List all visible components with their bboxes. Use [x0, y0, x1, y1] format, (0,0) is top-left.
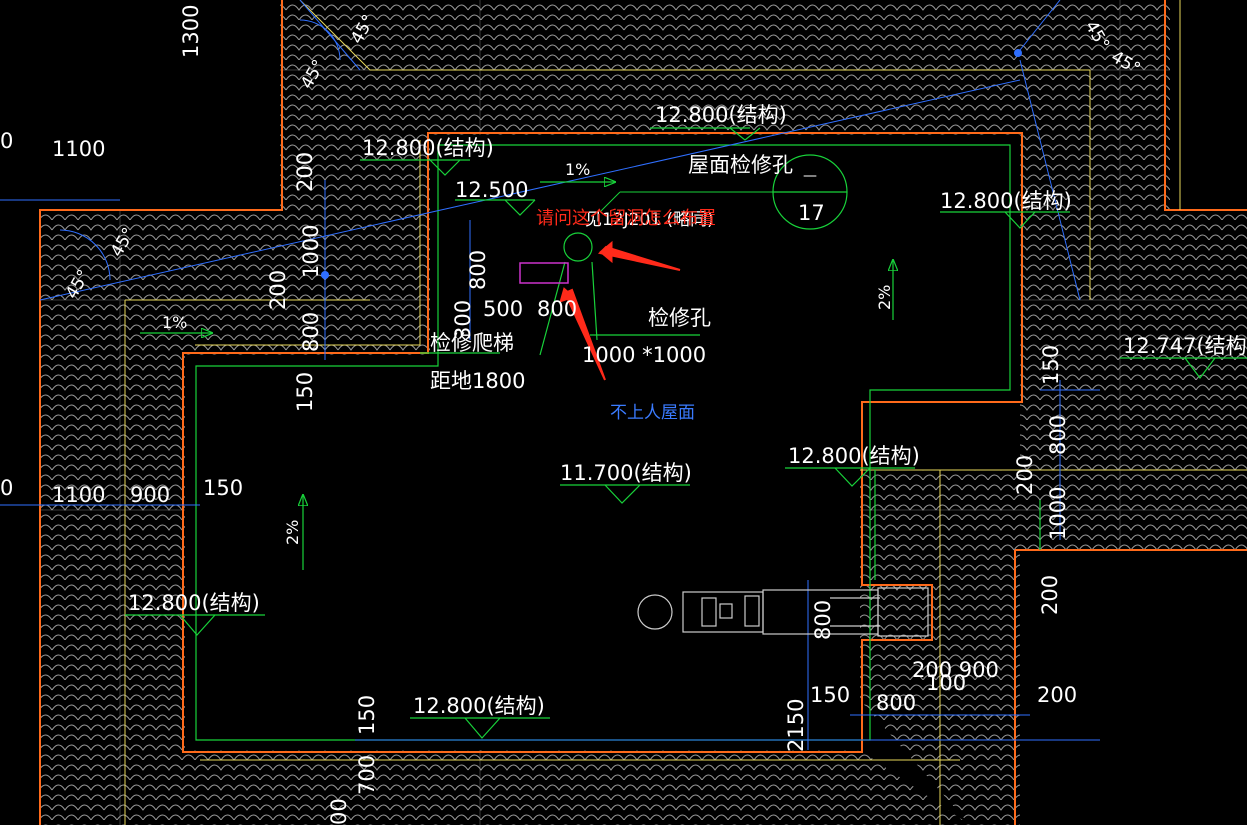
access-hole-label: 检修孔 — [648, 306, 711, 330]
dim-800-b: 800 — [466, 250, 490, 290]
dim-2150: 2150 — [784, 699, 808, 752]
elevation-symbols — [125, 127, 1247, 739]
dim-0-a: 0 — [0, 129, 13, 153]
detail-ref-bottom-text: 17 — [798, 201, 825, 225]
dim-100: 100 — [926, 671, 966, 695]
slope-label-4: 2% — [283, 520, 302, 545]
access-ladder-rect[interactable] — [519, 262, 569, 284]
access-hole-group[interactable] — [420, 232, 700, 356]
ladder-height-label: 距地1800 — [430, 369, 525, 393]
grid-node-marker — [321, 271, 329, 279]
detail-reference[interactable] — [599, 154, 848, 230]
slope-label-1: 1% — [565, 160, 590, 179]
dim-800-f: 800 — [876, 691, 916, 715]
dim-200-e: 200 — [1037, 683, 1077, 707]
slope-label-2: 1% — [162, 313, 187, 332]
dim-200-d: 200 — [1038, 575, 1062, 615]
elevation-text-right-top: 12.800(结构) — [940, 189, 1072, 213]
access-hole-size-label: 1000 *1000 — [582, 343, 706, 367]
dim-150-b: 150 — [203, 476, 243, 500]
dim-900: 900 — [130, 483, 170, 507]
access-ladder-label: 检修爬梯 — [430, 331, 514, 355]
dim-150-c: 150 — [1039, 345, 1063, 385]
detail-ref-top-text: — — [803, 168, 817, 184]
elevation-text-center: 11.700(结构) — [560, 461, 692, 485]
elevation-text-upper-left: 12.800(结构) — [362, 136, 494, 160]
dim-00: 00 — [327, 798, 351, 825]
dim-700: 700 — [355, 755, 379, 795]
ridge-lines — [0, 0, 1100, 750]
dim-500: 500 — [483, 297, 523, 321]
dim-150-a: 150 — [293, 372, 317, 412]
dim-200-a: 200 — [293, 152, 317, 192]
dim-200-b: 200 — [266, 270, 290, 310]
dim-150-d: 150 — [810, 683, 850, 707]
dim-800-c: 800 — [537, 297, 577, 321]
elevation-text-right-mid: 12.800(结构) — [788, 444, 920, 468]
slope-arrows — [140, 182, 893, 570]
grid-node-marker-2 — [1014, 49, 1022, 57]
detail-ref-text: 见12J201 (略同) — [585, 210, 714, 230]
dim-300: 300 — [451, 300, 475, 340]
roof-tile-regions — [40, 0, 1247, 825]
slope-label-3: 2% — [875, 285, 894, 310]
access-hole-circle[interactable] — [563, 232, 593, 262]
elevation-text-top: 12.800(结构) — [655, 103, 787, 127]
elevation-text-12747: 12.747(结构) — [1123, 334, 1247, 358]
dim-800-d: 800 — [1046, 415, 1070, 455]
dim-1000-a: 1000 — [299, 225, 323, 278]
annotation-non-accessible: 不上人屋面 — [610, 403, 695, 423]
elevation-text-12500: 12.500 — [455, 178, 528, 202]
dim-1300: 1300 — [179, 5, 203, 58]
roof-fixture — [637, 587, 929, 637]
dim-800-e: 800 — [811, 600, 835, 640]
dim-1000-b: 1000 — [1046, 487, 1070, 540]
dim-200-c: 200 — [1013, 455, 1037, 495]
roof-edge-lines — [124, 0, 1247, 825]
dim-0-b: 0 — [0, 476, 13, 500]
elevation-text-bottom: 12.800(结构) — [413, 694, 545, 718]
wall-outline — [39, 0, 1247, 825]
annotation-arrows — [559, 240, 681, 381]
dim-200-900: 200 900 — [912, 658, 999, 682]
dim-1100-top: 1100 — [52, 137, 105, 161]
dim-1100-mid: 1100 — [52, 483, 105, 507]
roof-access-hole-label: 屋面检修孔 — [688, 153, 793, 177]
elevation-text-left-low: 12.800(结构) — [128, 591, 260, 615]
annotation-question: 请问这个留洞怎么布置 — [536, 208, 716, 229]
dim-800-a: 800 — [299, 312, 323, 352]
dim-150-e: 150 — [355, 695, 379, 735]
